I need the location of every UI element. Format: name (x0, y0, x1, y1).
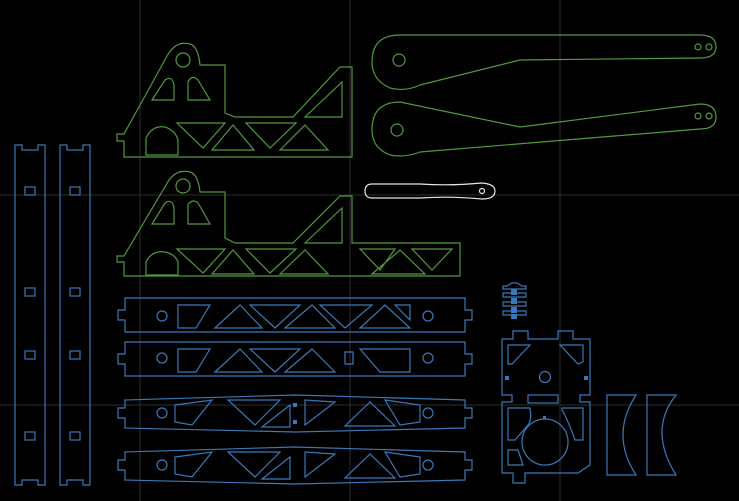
blue-beam-2 (117, 341, 473, 377)
blue-beam-3 (117, 394, 473, 433)
spacer-stack (502, 282, 527, 319)
green-bracket-top (116, 42, 353, 158)
link-hole (478, 187, 486, 195)
vertical-rail-left (14, 144, 46, 486)
green-arm-bottom (371, 101, 717, 157)
vertical-rail-right (59, 144, 91, 486)
green-bracket-bottom (116, 170, 461, 277)
blue-beam-1 (117, 297, 473, 333)
white-link (364, 182, 496, 200)
blue-crescent-right (646, 394, 678, 476)
blue-crescent-left (606, 394, 638, 476)
blue-motor-plate (501, 330, 591, 484)
blue-beam-4 (117, 446, 473, 485)
green-arm-top (371, 34, 717, 91)
